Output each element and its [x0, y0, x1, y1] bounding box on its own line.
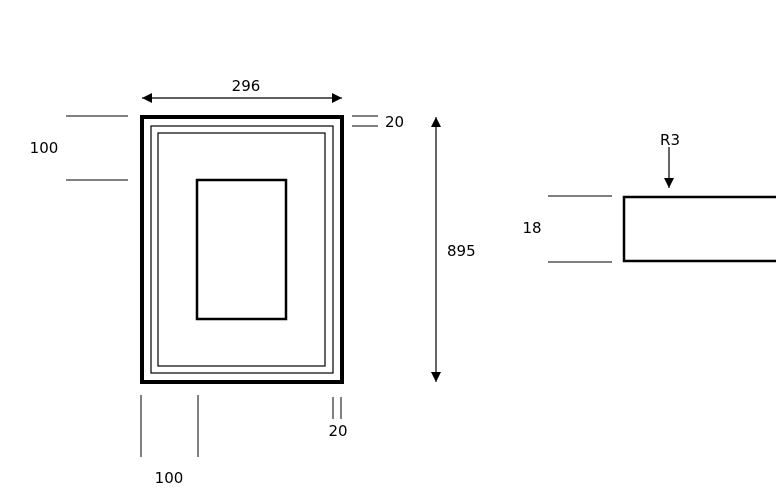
thickness-dimension: 18	[522, 195, 612, 263]
height-label: 895	[447, 242, 476, 260]
inner-frame-line-1	[150, 125, 334, 374]
thickness-label: 18	[522, 219, 541, 237]
side-frame-dimension: 20	[328, 397, 348, 440]
section-profile	[622, 195, 776, 263]
width-label: 296	[232, 77, 261, 95]
center-opening	[195, 178, 288, 321]
top-rail-dimension: 100	[30, 115, 128, 181]
top-rail-label: 100	[30, 139, 59, 157]
front-view	[140, 115, 344, 384]
width-dimension: 296	[142, 77, 342, 103]
radius-callout: R3	[660, 131, 680, 188]
section-view	[622, 195, 776, 263]
top-frame-label: 20	[385, 113, 404, 131]
side-stile-label: 100	[155, 469, 184, 487]
side-stile-dimension: 100	[140, 395, 199, 487]
side-frame-label: 20	[328, 422, 347, 440]
outer-frame	[140, 115, 344, 384]
inner-frame-line-2	[157, 132, 326, 367]
top-frame-dimension: 20	[352, 113, 404, 131]
radius-label: R3	[660, 131, 680, 149]
height-dimension: 895	[431, 117, 476, 382]
